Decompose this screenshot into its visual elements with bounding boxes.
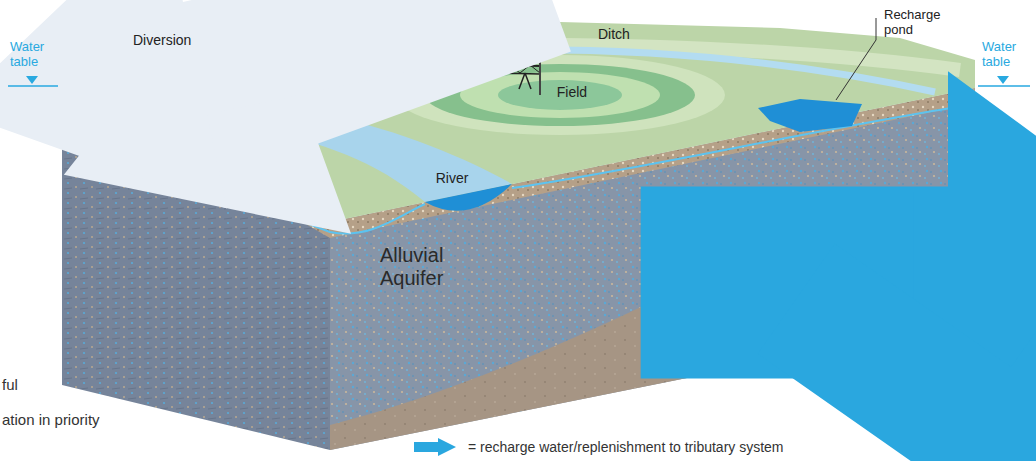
water-table-label: Water table bbox=[982, 40, 1028, 70]
flow-arrow bbox=[0, 0, 490, 260]
river-section bbox=[425, 184, 512, 211]
part-label: ation in priority bbox=[2, 411, 100, 428]
part-label: River bbox=[436, 170, 469, 186]
legend-arrow bbox=[410, 438, 460, 456]
part-label: Ditch bbox=[598, 26, 630, 42]
recharge-arrow bbox=[711, 178, 1036, 461]
legend-text: = recharge water/replenishment to tribut… bbox=[468, 439, 784, 455]
part-label: Diversion bbox=[133, 32, 191, 48]
part-label: Field bbox=[557, 84, 587, 100]
water-table-label: Water table bbox=[10, 40, 56, 70]
marker-line bbox=[8, 85, 58, 87]
recharge-pond bbox=[758, 99, 862, 132]
marker-triangle bbox=[26, 76, 38, 84]
field-ring bbox=[498, 80, 622, 110]
part-label: ful bbox=[2, 376, 18, 393]
marker-line bbox=[978, 85, 1030, 87]
part-label: Recharge pond bbox=[884, 8, 950, 38]
legend-arrow-shape bbox=[414, 438, 456, 456]
marker-triangle bbox=[997, 76, 1009, 84]
legend-entry: = recharge water/replenishment to tribut… bbox=[410, 438, 784, 456]
pivot-center bbox=[539, 62, 541, 95]
part-label: Alluvial Aquifer bbox=[380, 244, 492, 290]
water-table-marker bbox=[8, 76, 1030, 86]
leader-line bbox=[836, 18, 876, 100]
